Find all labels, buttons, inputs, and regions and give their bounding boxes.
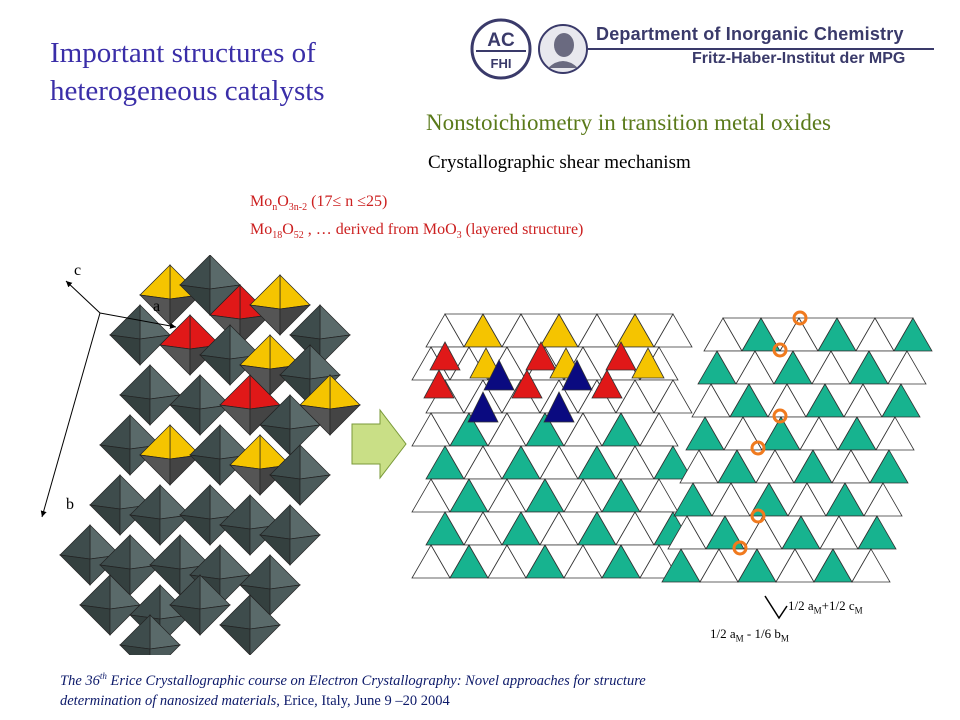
octahedron <box>269 444 331 506</box>
vector-label-2: 1/2 aM - 1/6 bM <box>710 626 789 644</box>
octahedron <box>169 574 231 636</box>
lattice-triangle <box>857 515 897 550</box>
shear-red-triangle <box>605 341 637 371</box>
lattice-triangle <box>653 313 693 348</box>
octahedron <box>119 614 181 655</box>
shear-navy-triangle <box>561 359 593 391</box>
ac-fhi-logo-icon: AC FHI <box>470 18 532 80</box>
lattice-triangle <box>875 416 915 451</box>
portrait-seal-icon <box>538 24 588 74</box>
octahedron <box>189 424 251 486</box>
octahedron <box>79 574 141 636</box>
formula-line-2: Mo18O52 , … derived from MoO3 (layered s… <box>250 221 584 242</box>
footer-line-2: determination of nanosized materials, Er… <box>60 692 450 709</box>
footer-line-1: The 36th Erice Crystallographic course o… <box>60 671 646 689</box>
shear-navy-triangle <box>483 359 515 391</box>
octahedron <box>219 594 281 655</box>
octahedron <box>169 374 231 436</box>
shear-plane-marker <box>772 342 788 358</box>
vector-label-1: 1/2 aM+1/2 cM <box>788 598 863 616</box>
octahedron <box>139 424 201 486</box>
transition-arrow-icon <box>351 408 407 480</box>
octahedra-cluster <box>59 255 361 655</box>
triangle-lattice-figure <box>411 310 933 583</box>
lattice-triangle <box>893 317 933 352</box>
octahedron <box>259 394 321 456</box>
mechanism-heading: Crystallographic shear mechanism <box>428 152 691 173</box>
lattice-triangle <box>887 350 927 385</box>
logo-rule <box>588 48 934 50</box>
octahedron <box>229 434 291 496</box>
lattice-triangle <box>863 482 903 517</box>
page-title: Important structures of heterogeneous ca… <box>50 34 325 110</box>
octahedron <box>239 554 301 616</box>
octahedron <box>129 484 191 546</box>
institute-logo: AC FHI Department of Inorganic Chemistry… <box>468 18 934 80</box>
shear-red-triangle <box>429 341 461 371</box>
logo-mark-top: AC <box>487 30 515 51</box>
title-line-2: heterogeneous catalysts <box>50 75 325 107</box>
shear-plane-marker <box>772 408 788 424</box>
formula-line-1: MonO3n-2 (17≤ n ≤25) <box>250 193 388 214</box>
shear-red-triangle <box>591 369 623 399</box>
axis-b-arrow <box>40 312 101 518</box>
lattice-right <box>661 310 933 583</box>
subtitle: Nonstoichiometry in transition metal oxi… <box>426 110 831 135</box>
axis-c-label: c <box>74 262 82 279</box>
logo-mark-bottom: FHI <box>491 56 512 71</box>
title-line-1: Important structures of <box>50 37 316 69</box>
shear-navy-triangle <box>543 391 575 423</box>
shear-vector-icon <box>764 595 788 620</box>
logo-department: Department of Inorganic Chemistry <box>596 24 904 44</box>
polyhedra-structure-figure <box>40 255 361 655</box>
lattice-triangle <box>653 445 693 480</box>
shear-red-triangle <box>525 341 557 371</box>
lattice-triangle <box>653 379 693 414</box>
shear-yellow-triangle <box>631 347 665 379</box>
shear-red-triangle <box>423 369 455 399</box>
lattice-left <box>411 313 693 579</box>
lattice-triangle <box>881 383 921 418</box>
lattice-triangle <box>869 449 909 484</box>
lattice-triangle <box>851 548 891 583</box>
octahedron <box>139 264 201 326</box>
axis-a-label: a <box>153 298 161 315</box>
footer-citation: The 36th Erice Crystallographic course o… <box>60 666 646 711</box>
axis-b-label: b <box>66 496 74 513</box>
formula-block: MonO3n-2 (17≤ n ≤25) Mo18O52 , … derived… <box>250 191 583 247</box>
axis-c-arrow <box>65 280 101 314</box>
lattice-triangle <box>639 544 679 579</box>
logo-institute: Fritz-Haber-Institut der MPG <box>692 50 906 67</box>
shear-red-triangle <box>511 369 543 399</box>
shear-plane-marker <box>792 310 808 326</box>
shear-navy-triangle <box>467 391 499 423</box>
shear-plane-marker <box>732 540 748 556</box>
axis-a-arrow <box>99 312 177 329</box>
octahedron <box>249 274 311 336</box>
shear-plane-marker <box>750 508 766 524</box>
shear-plane-marker <box>750 440 766 456</box>
octahedron <box>259 504 321 566</box>
